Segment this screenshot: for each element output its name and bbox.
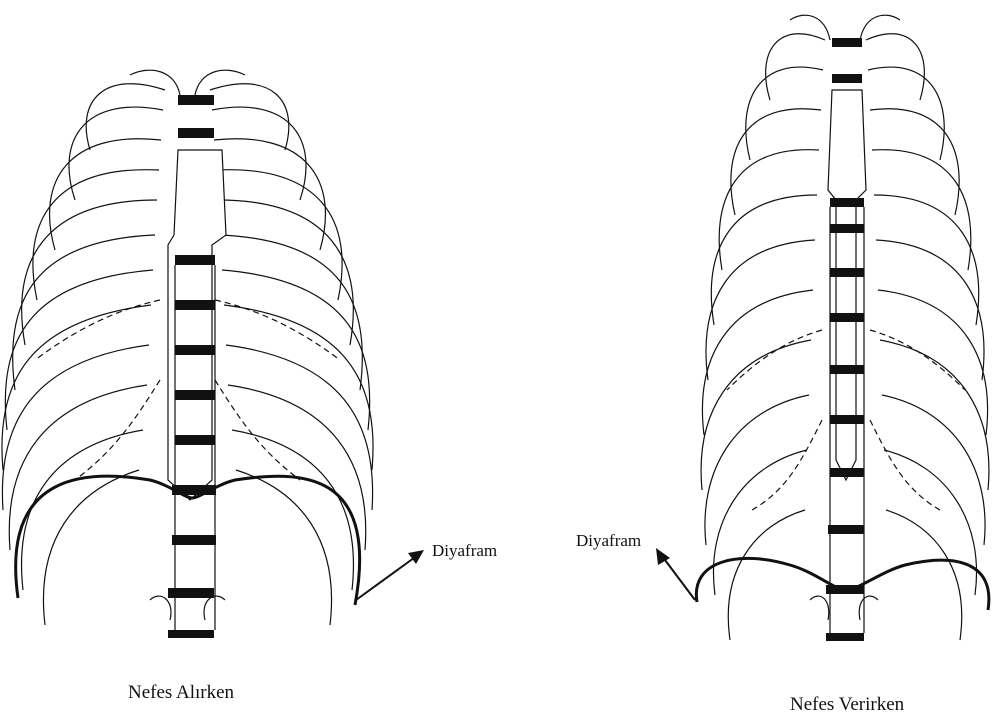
lower-spine-base-left-cage (150, 596, 225, 620)
sternum-left-cage (168, 150, 226, 500)
diaphragm-pointer-inhale (356, 550, 424, 600)
clavicle-right-cage (790, 15, 900, 40)
ribs-left-cage-right-side (210, 84, 373, 625)
ribs-left-cage-left-side (2, 84, 165, 625)
clavicle-left-cage (130, 70, 245, 95)
diaphragm-pointer-exhale (656, 548, 695, 600)
caption-inhale: Nefes Alırken (128, 682, 235, 703)
lower-spine-base-right-cage (810, 596, 878, 620)
ribcage-exhale (701, 15, 989, 640)
diaphragm-label-exhale: Diyafram (576, 531, 641, 550)
caption-exhale: Nefes Verirken (790, 694, 905, 715)
diaphragm-label-inhale: Diyafram (432, 541, 497, 560)
diaphragm-exhale (696, 558, 989, 610)
ribs-right-cage-left-side (701, 34, 825, 640)
ribs-right-cage-right-side (866, 34, 989, 640)
